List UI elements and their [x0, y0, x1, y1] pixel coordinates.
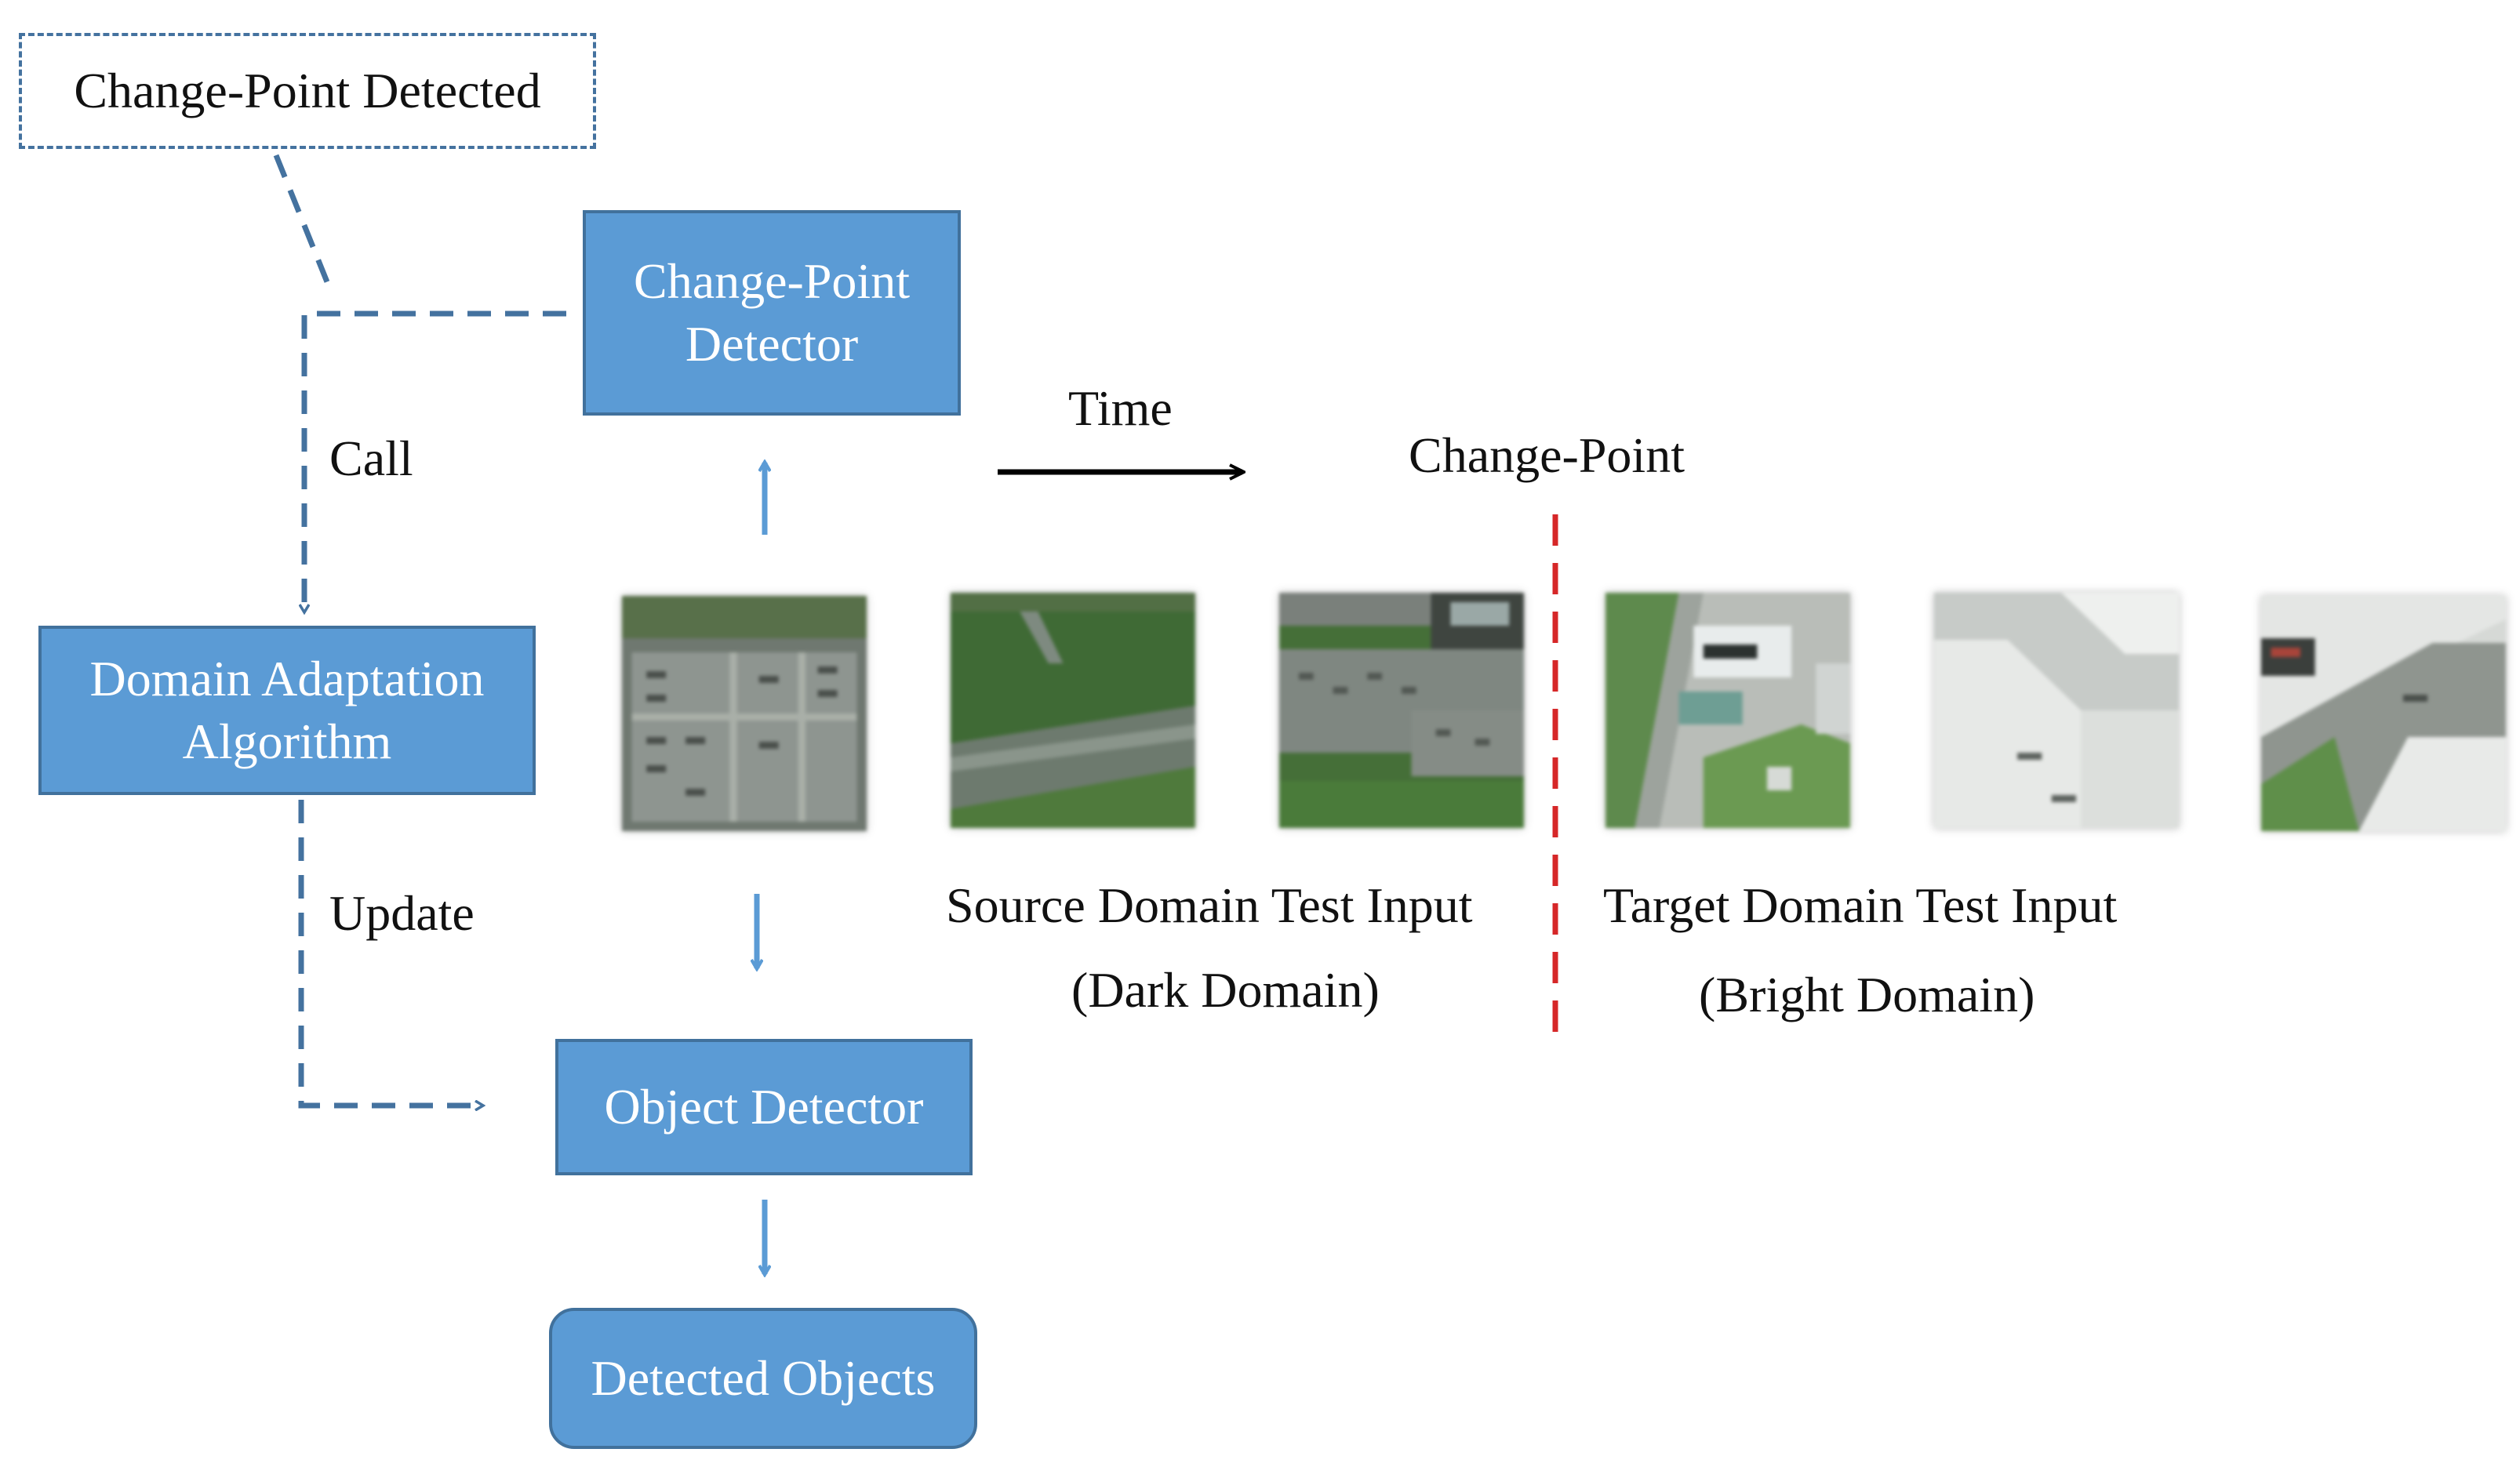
- target-domain-caption-line-2: (Bright Domain): [1699, 967, 2035, 1022]
- annotation-leader-line: [273, 154, 334, 293]
- change-point-label: Change-Point: [1409, 427, 1685, 483]
- time-label: Time: [1068, 380, 1173, 436]
- target-domain-caption-line-1: Target Domain Test Input: [1603, 877, 2118, 933]
- change-point-detector-line-2: Detector: [685, 316, 859, 372]
- change-point-detected-annotation: Change-Point Detected: [19, 33, 596, 149]
- detected-objects-box: Detected Objects: [549, 1308, 977, 1449]
- annotation-text: Change-Point Detected: [74, 63, 541, 118]
- dark-airport-image-2: [951, 593, 1195, 828]
- call-label: Call: [329, 430, 413, 486]
- domain-adaptation-line-2: Algorithm: [182, 714, 392, 769]
- object-detector-box: Object Detector: [555, 1039, 973, 1175]
- update-connector: [298, 800, 482, 1106]
- detected-objects-label: Detected Objects: [591, 1350, 936, 1406]
- domain-adaptation-line-1: Domain Adaptation: [89, 651, 485, 706]
- change-point-detector-box: Change-Point Detector: [583, 210, 961, 416]
- bright-airport-image-2: [1934, 593, 2179, 828]
- bright-airport-image-3: [2261, 596, 2506, 831]
- call-connector: [304, 310, 566, 612]
- domain-adaptation-algorithm-box: Domain Adaptation Algorithm: [38, 626, 536, 795]
- dark-airport-image-3: [1279, 593, 1524, 828]
- source-domain-caption-line-2: (Dark Domain): [1071, 962, 1380, 1018]
- bright-airport-image-1: [1605, 593, 1850, 828]
- source-domain-caption-line-1: Source Domain Test Input: [946, 877, 1473, 933]
- object-detector-label: Object Detector: [604, 1079, 924, 1135]
- change-point-detector-line-1: Change-Point: [634, 253, 910, 309]
- update-label: Update: [329, 885, 475, 941]
- dark-airport-image-1: [622, 596, 867, 831]
